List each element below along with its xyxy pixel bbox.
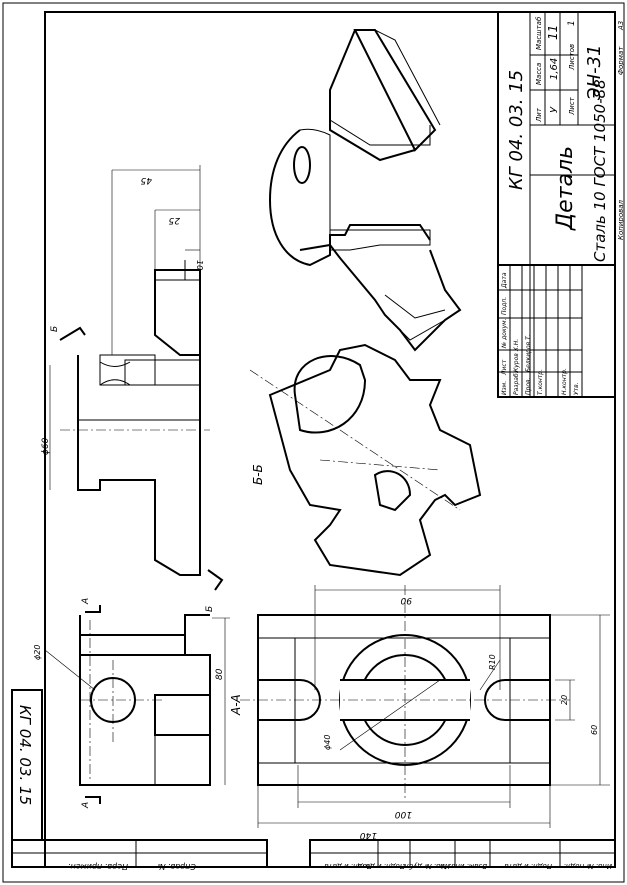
dim-r10: R10 (488, 654, 497, 670)
row-name: Лист (501, 359, 508, 376)
strip-cell: Перв. примен. (68, 862, 128, 871)
sheet-label: Лист (568, 96, 576, 116)
part-name: Деталь (553, 146, 578, 231)
arrow-a-top: А (81, 598, 91, 605)
isometric-view (268, 29, 462, 352)
letter-value: У (549, 106, 560, 113)
row-role: Т.контр. (537, 369, 544, 395)
row-role: Разраб. (513, 371, 520, 395)
dim-60: 60 (590, 725, 599, 735)
dim-20-dia: ϕ20 (33, 645, 42, 660)
section-aa: 90 R10 20 60 ϕ40 100 140 (240, 585, 610, 840)
arrow-b-left: Б (205, 606, 215, 612)
sheets-value: 1 (567, 20, 577, 26)
row-name: Белкиров Т. (525, 334, 532, 372)
strip-cell: Взам. инв. № (439, 862, 487, 870)
dim-40-dia: ϕ40 (323, 735, 332, 750)
dim-90: 90 (400, 595, 412, 605)
dim-20: 20 (560, 695, 569, 705)
row-sig: Подп. (501, 297, 508, 315)
copied-label: Копировал (617, 199, 625, 240)
row-role: Пров. (525, 377, 532, 395)
row-role: Утв. (573, 382, 580, 395)
dim-10: 10 (195, 260, 204, 270)
section-bb-label: Б-Б (251, 464, 265, 485)
arrow-a-bottom: А (81, 802, 91, 809)
strip-cell: Подп. и дата (324, 862, 372, 870)
strip-cell: Подп. и дата (357, 862, 405, 870)
dim-80: 80 (215, 668, 225, 680)
sheets-label: Листов (568, 44, 576, 71)
dim-45: 45 (140, 175, 152, 185)
row-role: Н.контр. (561, 368, 568, 395)
strip-cell: Инв. № подл. (564, 862, 612, 870)
strip-cell: Подп. и дата (504, 862, 552, 870)
row-name: Куров Х.Н. (513, 339, 520, 372)
title-block: КГ 04. 03. 15 Деталь Сталь 10 ГОСТ 1050-… (497, 11, 625, 398)
mass-value: 1,64 (549, 58, 560, 80)
row-role: Изм. (501, 381, 508, 395)
front-view: Б 45 25 10 ϕ60 (41, 165, 224, 591)
section-bb: Б-Б (249, 343, 482, 577)
row-sign: № докум. (501, 318, 508, 349)
strip-cell: Справ. № (157, 862, 196, 871)
format-label: Формат (617, 46, 625, 75)
dim-25: 25 (168, 215, 180, 225)
scale-label: Масштаб (535, 16, 543, 50)
dim-60-dia: ϕ60 (41, 437, 51, 455)
group: ЭН-31 (584, 44, 605, 101)
material: Сталь 10 ГОСТ 1050-88 (591, 79, 609, 262)
strip-cell: Инв. № дубл. (402, 862, 450, 870)
dim-140: 140 (360, 830, 377, 840)
mass-label: Масса (535, 63, 543, 85)
section-label-b: Б (50, 326, 60, 332)
row-date: Дата (501, 272, 508, 289)
letter-label: Лит (535, 107, 543, 123)
bottom-strip: Перв. примен. Справ. № Подп. и дата Подп… (11, 839, 616, 871)
side-stamp: КГ 04. 03. 15 (11, 689, 43, 841)
side-stamp-designation: КГ 04. 03. 15 (16, 705, 34, 805)
format-value: А3 (617, 21, 625, 31)
designation: КГ 04. 03. 15 (506, 70, 527, 190)
dim-100: 100 (395, 809, 412, 819)
section-aa-label: А-А (229, 694, 243, 716)
left-view: А А Б 80 А-А ϕ20 (33, 598, 243, 809)
scale-value: 11 (546, 25, 560, 40)
